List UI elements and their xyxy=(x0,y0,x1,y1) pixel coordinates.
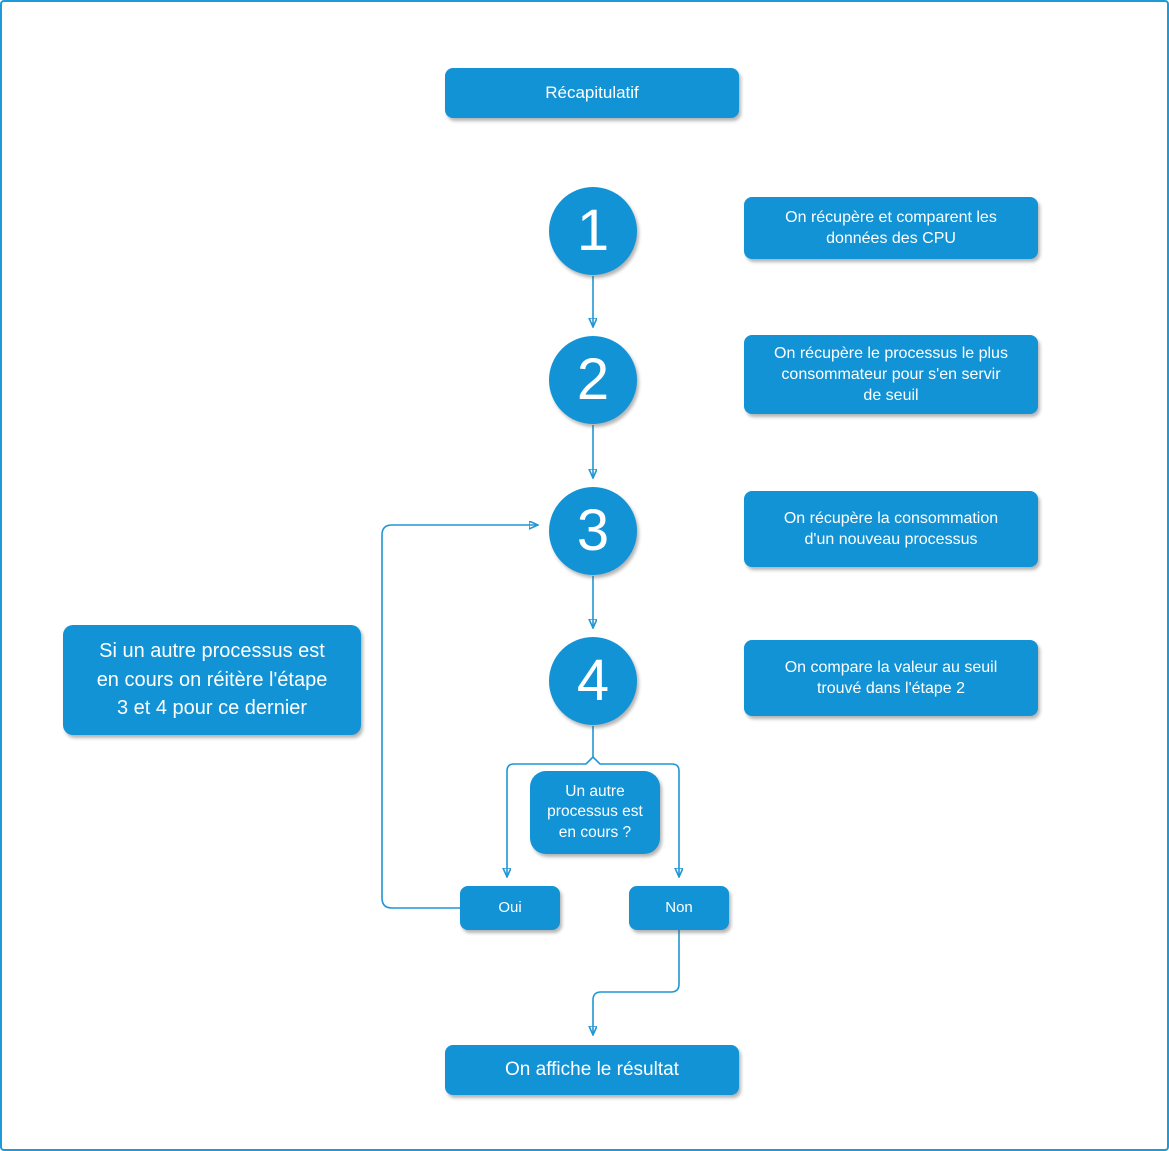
step-description-3: On récupère la consommation d'un nouveau… xyxy=(744,491,1038,567)
decision-no-node: Non xyxy=(629,886,729,930)
decision-node: Un autre processus est en cours ? xyxy=(530,771,660,854)
loop-note-node: Si un autre processus est en cours on ré… xyxy=(63,625,361,735)
connector-no-result xyxy=(593,930,680,1034)
step-circle-2: 2 xyxy=(549,336,637,424)
step-circle-4: 4 xyxy=(549,637,637,725)
connector-yes-loopback-step3 xyxy=(381,525,537,909)
step-circle-3: 3 xyxy=(549,487,637,575)
step-description-1: On récupère et comparent les données des… xyxy=(744,197,1038,259)
result-node: On affiche le résultat xyxy=(445,1045,739,1095)
step-circle-1: 1 xyxy=(549,187,637,275)
decision-yes-node: Oui xyxy=(460,886,560,930)
step-description-4: On compare la valeur au seuil trouvé dan… xyxy=(744,640,1038,716)
title-node: Récapitulatif xyxy=(445,68,739,118)
step-description-2: On récupère le processus le plus consomm… xyxy=(744,335,1038,414)
